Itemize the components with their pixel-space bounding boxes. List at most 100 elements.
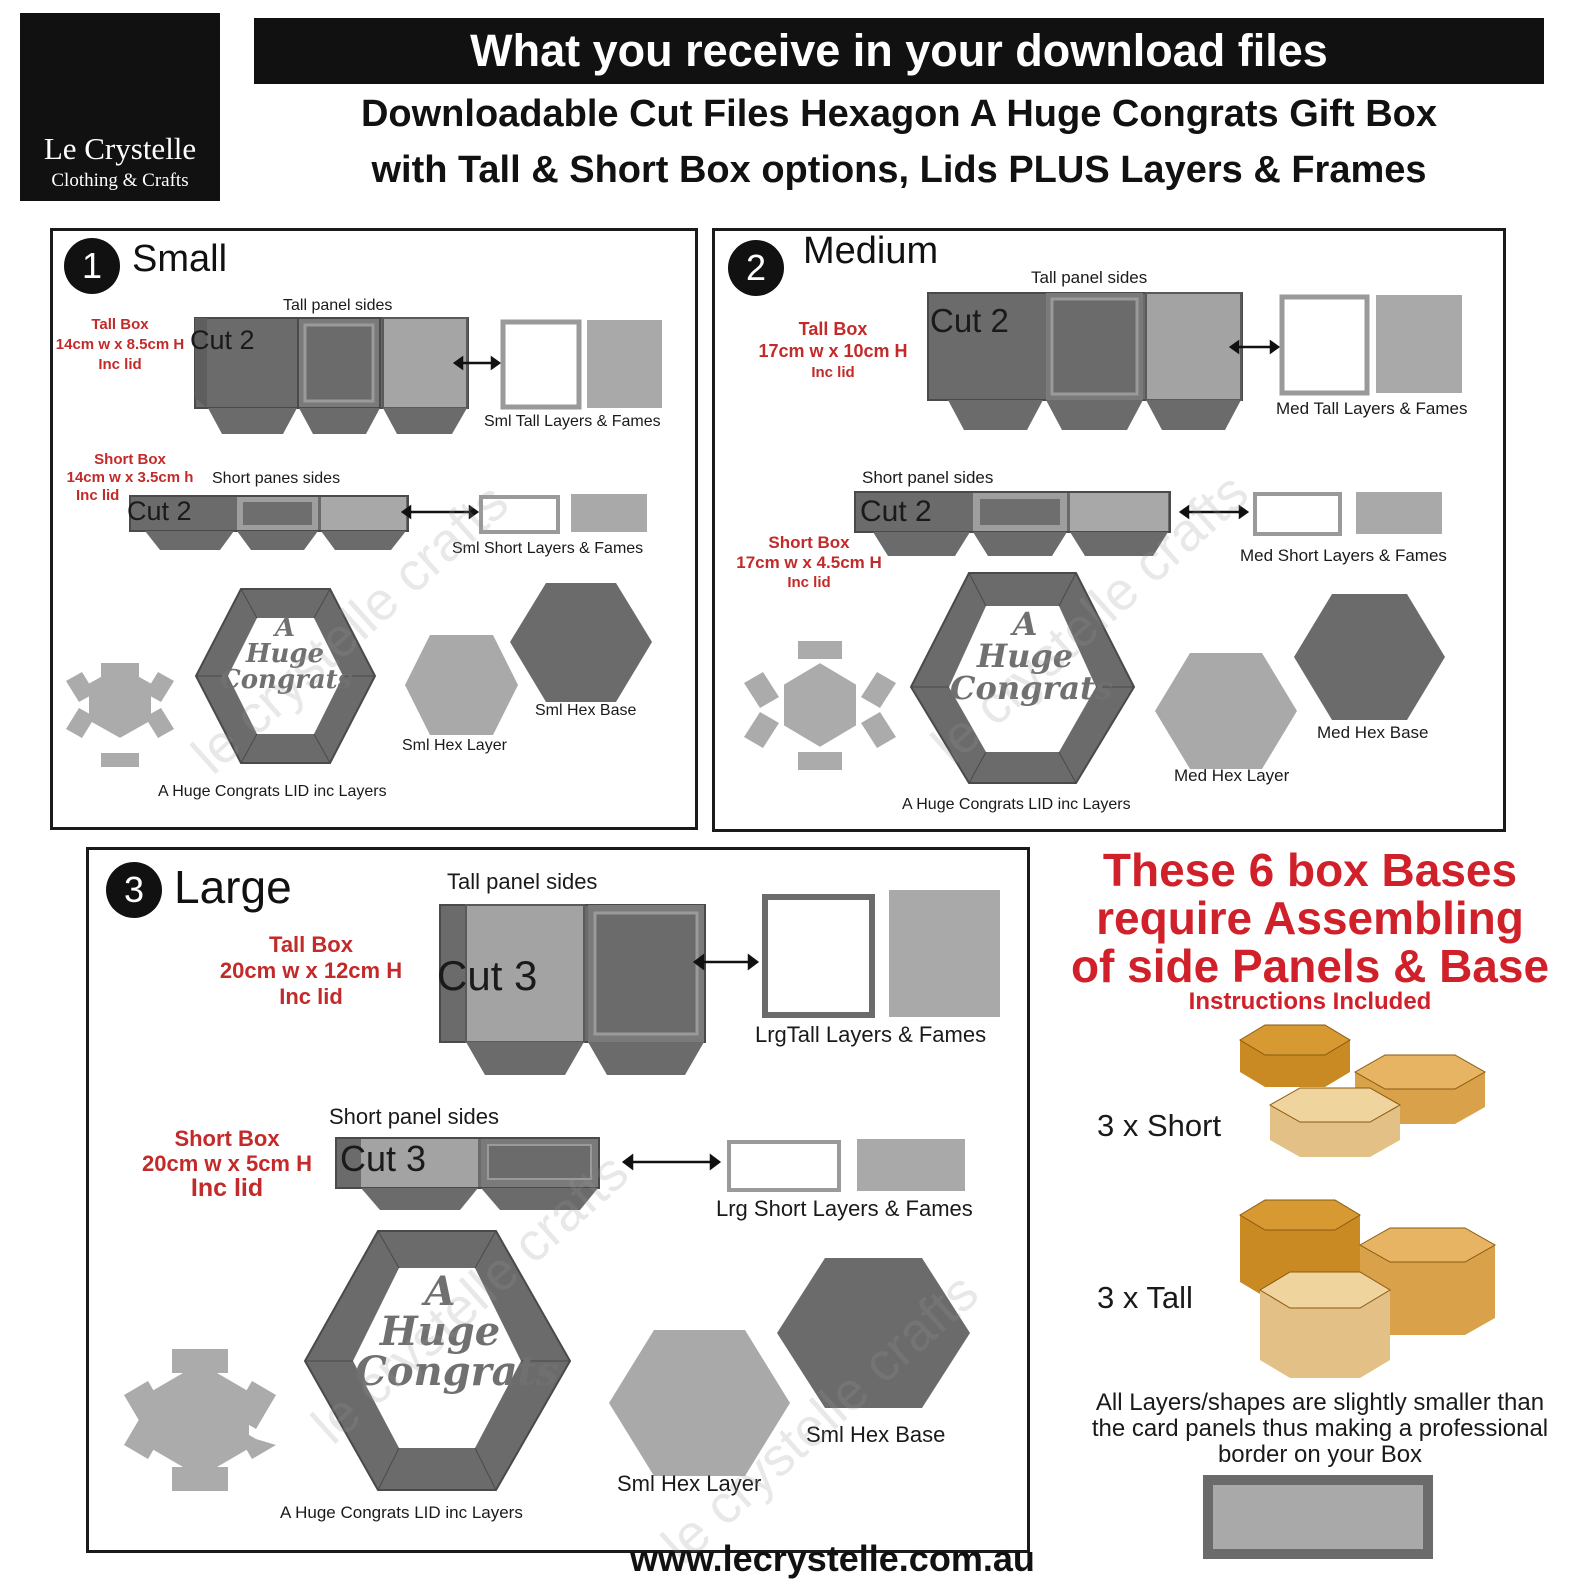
panel-small xyxy=(50,228,698,830)
logo: Le Crystelle Clothing & Crafts xyxy=(20,13,220,201)
small-hex-layer-label: Sml Hex Layer xyxy=(402,737,507,754)
small-short-arrow-icon xyxy=(400,504,480,520)
panel-large xyxy=(86,847,1030,1553)
small-short-box-dims: 14cm w x 3.5cm h xyxy=(66,469,194,486)
large-short-arrow-icon xyxy=(621,1153,722,1171)
tall-boxes-illustration xyxy=(1239,1199,1497,1378)
headline-line2: with Tall & Short Box options, Lids PLUS… xyxy=(371,149,1427,191)
large-tall-panel-label: Tall panel sides xyxy=(447,869,598,894)
section-title-medium: Medium xyxy=(803,230,939,272)
medium-short-box-name: Short Box xyxy=(768,533,850,552)
large-hex-base-label: Sml Hex Base xyxy=(806,1422,946,1447)
large-tall-box-spec: Tall Box 20cm w x 12cm H Inc lid xyxy=(206,932,416,1010)
large-tall-box-name: Tall Box xyxy=(269,932,353,957)
medium-short-box-dims: 17cm w x 4.5cm H xyxy=(736,553,882,572)
large-short-layers-label: Lrg Short Layers & Fames xyxy=(716,1196,973,1221)
medium-short-frame xyxy=(1253,492,1342,536)
large-short-panel-sides xyxy=(335,1137,600,1210)
large-short-box-dims: 20cm w x 5cm H xyxy=(142,1151,312,1176)
medium-tall-layers-label: Med Tall Layers & Fames xyxy=(1276,399,1468,418)
large-short-frame xyxy=(727,1140,841,1192)
small-short-box-name: Short Box xyxy=(94,451,166,468)
headline-line1: Downloadable Cut Files Hexagon A Huge Co… xyxy=(360,93,1438,135)
small-hex-base xyxy=(510,583,652,702)
medium-short-layer xyxy=(1356,492,1442,534)
small-short-box-lid: Inc lid xyxy=(76,487,120,504)
medium-tall-panel-sides xyxy=(927,292,1243,430)
small-lid-label: A Huge Congrats LID inc Layers xyxy=(158,783,387,800)
promo-line1: These 6 box Bases xyxy=(1102,844,1518,896)
large-tall-layers-label: LrgTall Layers & Fames xyxy=(755,1022,987,1047)
medium-tall-box-name: Tall Box xyxy=(798,319,868,339)
medium-tall-box-dims: 17cm w x 10cm H xyxy=(758,341,908,361)
small-short-panel-label: Short panes sides xyxy=(212,470,341,487)
small-tall-box-spec: Tall Box 14cm w x 8.5cm H Inc lid xyxy=(50,315,190,375)
medium-tall-layer xyxy=(1376,295,1462,393)
large-tall-arrow-icon xyxy=(692,953,760,971)
large-tall-panel-sides xyxy=(439,904,706,1075)
small-tall-box-lid: Inc lid xyxy=(98,356,142,373)
large-lid-label: A Huge Congrats LID inc Layers xyxy=(280,1503,523,1522)
medium-lid-label: A Huge Congrats LID inc Layers xyxy=(902,796,1131,813)
medium-hex-layer-label: Med Hex Layer xyxy=(1174,766,1290,785)
small-tall-cut: Cut 2 xyxy=(190,325,255,355)
medium-lid-frame xyxy=(909,572,1136,784)
small-short-frame xyxy=(479,495,560,534)
section-number-3: 3 xyxy=(106,862,162,918)
section-title-large: Large xyxy=(174,861,292,913)
large-tall-box-lid: Inc lid xyxy=(279,984,343,1009)
promo-line2: require Assembling xyxy=(1096,892,1524,944)
small-tall-box-dims: 14cm w x 8.5cm H xyxy=(55,336,185,353)
large-lid-net-icon xyxy=(124,1349,276,1491)
medium-lid-net-icon xyxy=(744,641,896,770)
medium-tall-panel-label: Tall panel sides xyxy=(1031,268,1148,287)
large-lid-frame xyxy=(303,1230,572,1491)
promo-heading: These 6 box Bases require Assembling of … xyxy=(1050,846,1570,990)
medium-tall-frame xyxy=(1279,294,1370,396)
logo-subtitle: Clothing & Crafts xyxy=(51,170,189,191)
website-url[interactable]: www.lecrystelle.com.au xyxy=(630,1538,1035,1579)
large-short-cut: Cut 3 xyxy=(340,1138,427,1179)
medium-tall-box-spec: Tall Box 17cm w x 10cm H Inc lid xyxy=(748,318,918,384)
medium-tall-box-lid: Inc lid xyxy=(811,364,855,381)
medium-tall-cut: Cut 2 xyxy=(930,302,1009,339)
medium-tall-arrow-icon xyxy=(1228,339,1281,355)
large-short-layer xyxy=(857,1139,965,1191)
medium-short-box-spec: Short Box 17cm w x 4.5cm H Inc lid xyxy=(724,533,894,593)
large-short-box-lid: Inc lid xyxy=(190,1174,264,1202)
promo-line3: of side Panels & Base xyxy=(1070,940,1550,992)
section-number-2: 2 xyxy=(728,240,784,296)
medium-hex-layer xyxy=(1155,653,1297,769)
medium-short-cut: Cut 2 xyxy=(860,495,932,528)
section-number-1: 1 xyxy=(64,238,120,294)
small-short-cut: Cut 2 xyxy=(127,496,192,526)
medium-short-box-lid: Inc lid xyxy=(787,574,831,591)
large-tall-frame xyxy=(762,894,875,1018)
large-hex-base xyxy=(777,1258,970,1408)
small-tall-arrow-icon xyxy=(452,355,502,371)
small-hex-base-label: Sml Hex Base xyxy=(535,702,637,719)
large-hex-layer-label: Sml Hex Layer xyxy=(617,1471,762,1496)
tall-count-label: 3 x Tall xyxy=(1097,1280,1193,1315)
border-sample-inner xyxy=(1213,1485,1423,1549)
short-count-label: 3 x Short xyxy=(1097,1108,1222,1143)
medium-short-panel-label: Short panel sides xyxy=(862,468,994,487)
border-note: All Layers/shapes are slightly smaller t… xyxy=(1091,1389,1549,1468)
small-tall-box-name: Tall Box xyxy=(91,316,149,333)
panel-medium xyxy=(712,228,1506,832)
small-tall-panel-label: Tall panel sides xyxy=(283,297,393,314)
large-tall-box-dims: 20cm w x 12cm H xyxy=(219,958,403,983)
small-short-layer xyxy=(571,494,647,532)
small-lid-net-icon xyxy=(66,663,174,767)
section-title-small: Small xyxy=(132,238,228,280)
medium-short-panel-sides xyxy=(854,491,1171,556)
small-tall-layer xyxy=(587,320,662,408)
large-short-box-name: Short Box xyxy=(174,1126,280,1151)
medium-hex-base-label: Med Hex Base xyxy=(1317,723,1429,742)
banner-title: What you receive in your download files xyxy=(254,18,1544,84)
large-tall-layer xyxy=(889,890,1000,1017)
large-short-box-spec: Short Box 20cm w x 5cm H Inc lid xyxy=(132,1126,322,1201)
